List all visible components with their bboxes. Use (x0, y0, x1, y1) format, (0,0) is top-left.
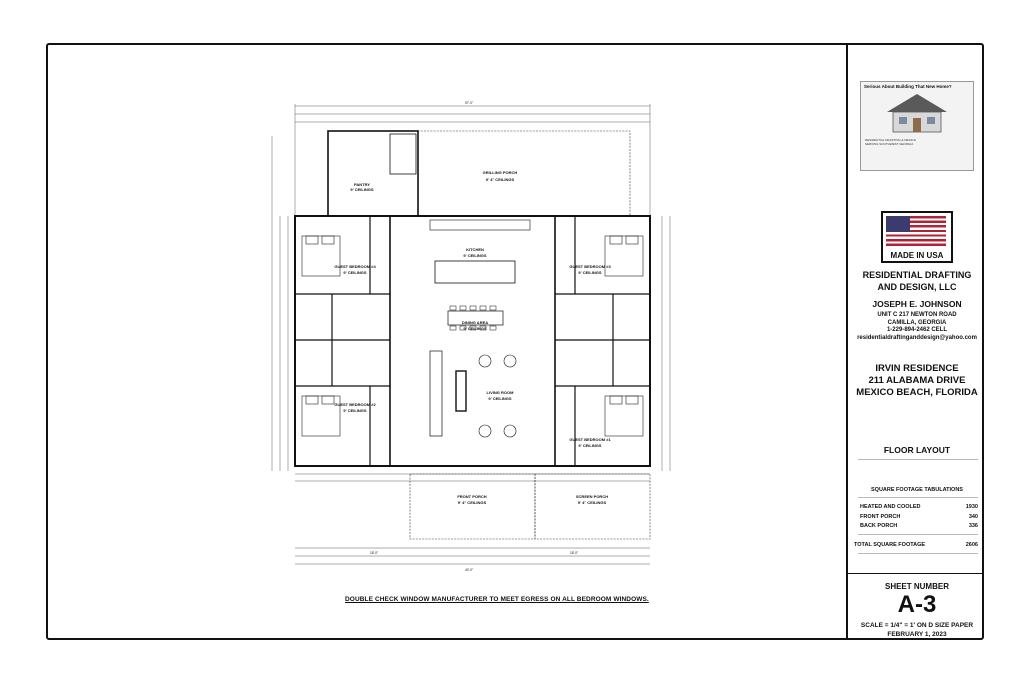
floor-plan: 57'-0" 40'-0" 18'-0" 18'-0" GRILLING POR… (271, 101, 671, 572)
guest-bedroom-1-ceiling: 9' CEILINGS (578, 443, 602, 448)
company-name-line2: AND DESIGN, LLC (877, 282, 957, 292)
sqft-row: FRONT PORCH 340 (860, 514, 978, 520)
dim-bottom-left: 18'-0" (370, 551, 378, 555)
sqft-row-value: 340 (968, 514, 978, 520)
drawing-sheet-border (46, 43, 984, 640)
living-room-label: LIVING ROOM (487, 390, 515, 395)
divider (858, 553, 978, 554)
dim-top-overall: 57'-0" (465, 101, 473, 105)
grilling-porch-label: GRILLING PORCH (483, 170, 518, 175)
made-in-usa-label: MADE IN USA (890, 251, 944, 260)
project-name: IRVIN RESIDENCE (875, 363, 959, 374)
company-phone: 1-229-894-2462 CELL (886, 327, 948, 333)
company-address2: CAMILLA, GEORGIA (887, 319, 947, 326)
guest-bedroom-4-label: GUEST BEDROOM #4 (334, 264, 376, 269)
project-city: MEXICO BEACH, FLORIDA (856, 387, 978, 398)
sqft-row: HEATED AND COOLED 1930 (860, 504, 978, 510)
living-room-ceiling: 9' CEILINGS (488, 396, 512, 401)
sqft-row-label: BACK PORCH (860, 523, 898, 529)
dim-bottom-right: 18'-0" (570, 551, 578, 555)
pantry-label: PANTRY (354, 182, 370, 187)
kitchen-label: KITCHEN (466, 247, 484, 252)
logo-footer: SERVING SOUTHWEST GEORGIA (865, 142, 914, 146)
logo-caption: Serious About Building That New Home? (864, 84, 952, 89)
made-in-usa-flag-icon: MADE IN USA (881, 211, 953, 263)
guest-bedroom-2-ceiling: 9' CEILINGS (343, 408, 367, 413)
divider (858, 497, 978, 498)
guest-bedroom-3-ceiling: 9' CEILINGS (578, 270, 602, 275)
sheet-number-label: SHEET NUMBER (884, 582, 949, 591)
screen-porch-ceiling: 9' 4" CEILINGS (578, 500, 607, 505)
sqft-total-label: TOTAL SQUARE FOOTAGE (854, 542, 926, 548)
grilling-porch-ceiling: 9' 4" CEILINGS (486, 177, 515, 182)
egress-note: DOUBLE CHECK WINDOW MANUFACTURER TO MEET… (345, 596, 649, 603)
front-porch-ceiling: 9' 4" CEILINGS (458, 500, 487, 505)
guest-bedroom-2-label: GUEST BEDROOM #2 (334, 402, 376, 407)
company-email: residentialdraftinganddesign@yahoo.com (857, 334, 977, 341)
pantry-ceiling: 9' CEILINGS (350, 187, 374, 192)
front-porch-label: FRONT PORCH (457, 494, 486, 499)
sqft-row-label: FRONT PORCH (860, 514, 901, 520)
sheet-title: FLOOR LAYOUT (883, 445, 951, 455)
divider (858, 534, 978, 535)
sheet-number: A-3 (897, 591, 937, 618)
title-block: Serious About Building That New Home? RE… (846, 43, 984, 640)
company-name-line1: RESIDENTIAL DRAFTING (862, 270, 972, 280)
sqft-heading: SQUARE FOOTAGE TABULATIONS (871, 487, 963, 493)
sheet-date: FEBRUARY 1, 2023 (887, 631, 947, 638)
guest-bedroom-1-label: GUEST BEDROOM #1 (569, 437, 611, 442)
divider (858, 459, 978, 460)
dining-area-ceiling: 9' CEILINGS (463, 326, 487, 331)
kitchen-ceiling: 9' CEILINGS (463, 253, 487, 258)
dim-bottom-overall: 40'-0" (465, 568, 473, 572)
sqft-row-value: 336 (968, 523, 978, 529)
house-rendering-icon (887, 94, 947, 133)
sqft-row-label: HEATED AND COOLED (860, 504, 921, 510)
company-person: JOSEPH E. JOHNSON (872, 299, 962, 309)
divider (848, 573, 984, 574)
logo-company: RESIDENTIAL DRAFTING & DESIGN (865, 138, 916, 142)
sqft-total-value: 2606 (965, 542, 978, 548)
company-address1: UNIT C 217 NEWTON ROAD (877, 312, 957, 318)
dining-area-label: DINING AREA (462, 320, 488, 325)
company-logo-image: Serious About Building That New Home? RE… (860, 81, 974, 171)
guest-bedroom-3-label: GUEST BEDROOM #3 (569, 264, 611, 269)
sqft-total-row: TOTAL SQUARE FOOTAGE 2606 (854, 542, 978, 548)
sqft-row: BACK PORCH 336 (860, 523, 978, 529)
sqft-row-value: 1930 (965, 504, 978, 510)
project-street: 211 ALABAMA DRIVE (868, 375, 966, 386)
sheet-scale: SCALE = 1/4" = 1' ON D SIZE PAPER (860, 622, 974, 629)
guest-bedroom-4-ceiling: 9' CEILINGS (343, 270, 367, 275)
screen-porch-label: SCREEN PORCH (576, 494, 608, 499)
